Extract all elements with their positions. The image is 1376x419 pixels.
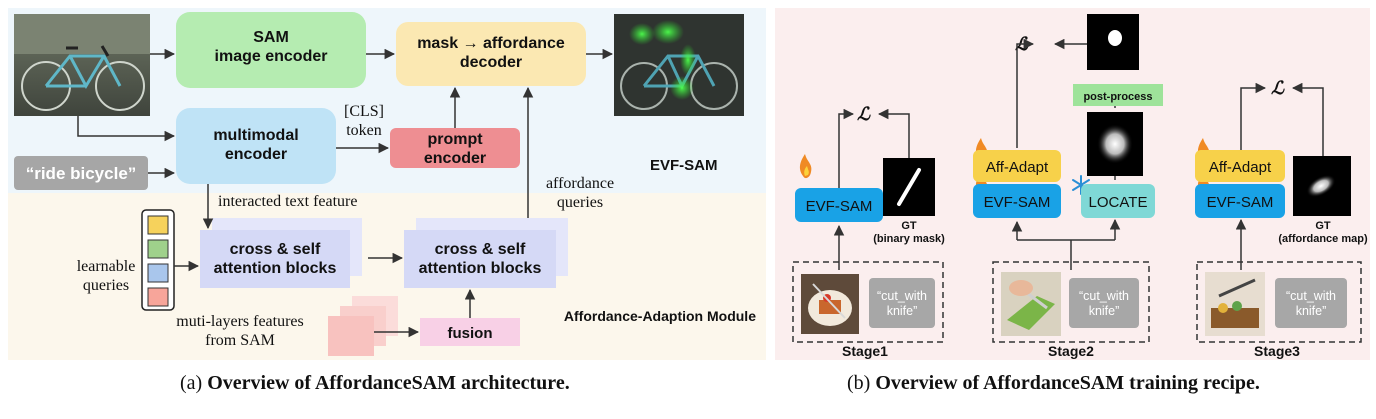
learnable-queries-stack <box>141 209 175 311</box>
output-affordance-image <box>614 14 744 116</box>
evf-sam-region-label: EVF-SAM <box>650 157 718 174</box>
text-prompt-label: “ride bicycle” <box>26 164 137 183</box>
stage2-post-process-label: post-process <box>1083 91 1152 103</box>
attention-block-1 <box>200 230 350 288</box>
stage2-aff-adapt-label: Aff-Adapt <box>986 159 1049 176</box>
text-prompt-box <box>14 156 148 190</box>
sam-image-encoder-box <box>176 12 366 88</box>
stage1-fire-icon <box>799 154 812 179</box>
stage3-aff-adapt-box <box>1195 150 1285 182</box>
stage3-label: Stage3 <box>1254 343 1300 359</box>
stage1-label: Stage1 <box>842 343 888 359</box>
stage2-aff-adapt-box <box>973 150 1061 182</box>
stage2-locate-box <box>1081 184 1155 218</box>
architecture-arrows <box>77 48 614 338</box>
stage3-loss: ℒ <box>1271 78 1285 98</box>
caption-a-title: Overview of AffordanceSAM architecture. <box>207 372 570 394</box>
learnable-query-4 <box>147 287 169 307</box>
stage1-input-box <box>792 261 944 343</box>
attention-block-2 <box>404 230 556 288</box>
cls-token-label: [CLS]token <box>344 103 384 139</box>
stage3-aff-adapt-label: Aff-Adapt <box>1209 159 1272 176</box>
stage3-prompt-box <box>1275 278 1347 328</box>
stage3-evf-sam-label: EVF-SAM <box>1207 194 1274 211</box>
caption-a: (a) Overview of AffordanceSAM architectu… <box>180 372 570 395</box>
stage3-gt-map <box>1293 156 1351 216</box>
prompt-encoder-box <box>390 128 520 168</box>
stage2-input-image <box>1001 272 1061 336</box>
input-bicycle-image <box>14 14 150 116</box>
adaption-module-label: Affordance-Adaption Module <box>564 308 756 324</box>
stage3-input-box <box>1196 261 1362 343</box>
stage2-locate-label: LOCATE <box>1089 194 1148 211</box>
fusion-box <box>420 318 520 346</box>
stage2-locate-heatmap <box>1087 112 1143 176</box>
stage2-post-mask <box>1087 14 1139 70</box>
stage3-input-image <box>1205 272 1265 336</box>
stage2-evf-sam-label: EVF-SAM <box>984 194 1051 211</box>
sam-multi-layer-features <box>328 296 398 356</box>
stage2-input-box <box>992 261 1150 343</box>
caption-b-lead: (b) <box>847 372 876 394</box>
stage3-gt-label: GT(affordance map) <box>1278 220 1368 245</box>
learnable-query-2 <box>147 239 169 259</box>
caption-b: (b) Overview of AffordanceSAM training r… <box>847 372 1260 395</box>
caption-a-lead: (a) <box>180 372 208 394</box>
learnable-query-3 <box>147 263 169 283</box>
stage2-evf-sam-box <box>973 184 1061 218</box>
stage1-gt-label: GT(binary mask) <box>873 220 945 245</box>
stage3-evf-sam-box <box>1195 184 1285 218</box>
stage2-prompt-box <box>1069 278 1139 328</box>
stage1-loss: ℒ <box>857 104 871 124</box>
learnable-query-1 <box>147 215 169 235</box>
multimodal-encoder-box <box>176 108 336 184</box>
stage1-gt-mask <box>883 158 935 216</box>
affordance-decoder-box <box>396 22 586 86</box>
stage1-input-image <box>801 274 859 334</box>
interacted-text-feature-label: interacted text feature <box>218 193 357 210</box>
fusion-label: fusion <box>448 325 493 342</box>
caption-b-title: Overview of AffordanceSAM training recip… <box>875 372 1260 394</box>
stage1-prompt-box <box>869 278 935 328</box>
stage2-post-process-box <box>1073 84 1163 106</box>
stage1-evf-sam-box <box>795 188 883 222</box>
stage2-label: Stage2 <box>1048 343 1094 359</box>
stage1-evf-sam-label: EVF-SAM <box>806 198 873 215</box>
